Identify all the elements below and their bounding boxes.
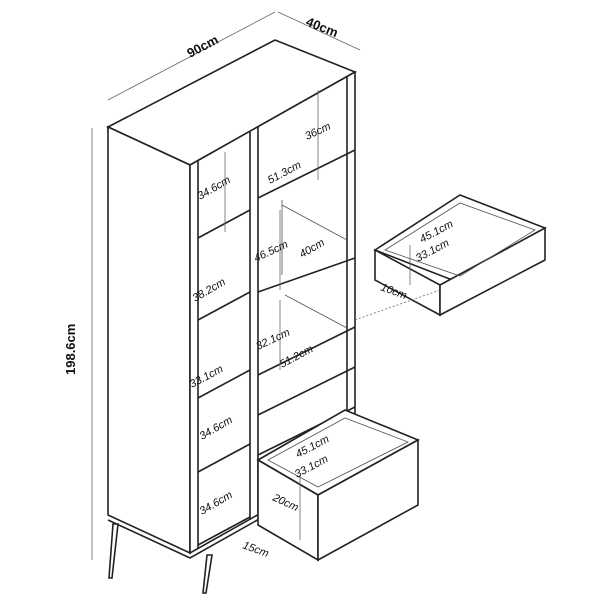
shelf [197,209,251,239]
shelf [197,516,251,546]
height-label: 198.6cm [63,324,78,375]
drawer-front-upper [257,366,356,416]
lower-drawer [256,409,420,562]
width-label: 90cm [184,32,220,61]
depth-label: 40cm [304,14,340,40]
left-shelves [197,209,251,546]
drawer-front [317,438,419,562]
cabinet-body [106,39,357,594]
dim-label: 15cm [241,540,270,560]
drawer-inner [384,202,536,277]
shelf [257,257,356,293]
shelf [197,369,251,399]
guide-line [354,289,441,321]
shelf [257,149,356,199]
leg [108,523,119,579]
shelf [257,326,356,376]
leg [202,554,213,594]
shelf [197,291,251,321]
dimension-lines [91,11,411,560]
drawer-front [439,226,546,317]
cabinet-left-side [107,125,191,555]
back-frame [281,204,348,241]
shelf [197,443,251,473]
back-frame [284,294,348,329]
drawer-inner [267,417,409,488]
upper-drawer [373,194,547,317]
